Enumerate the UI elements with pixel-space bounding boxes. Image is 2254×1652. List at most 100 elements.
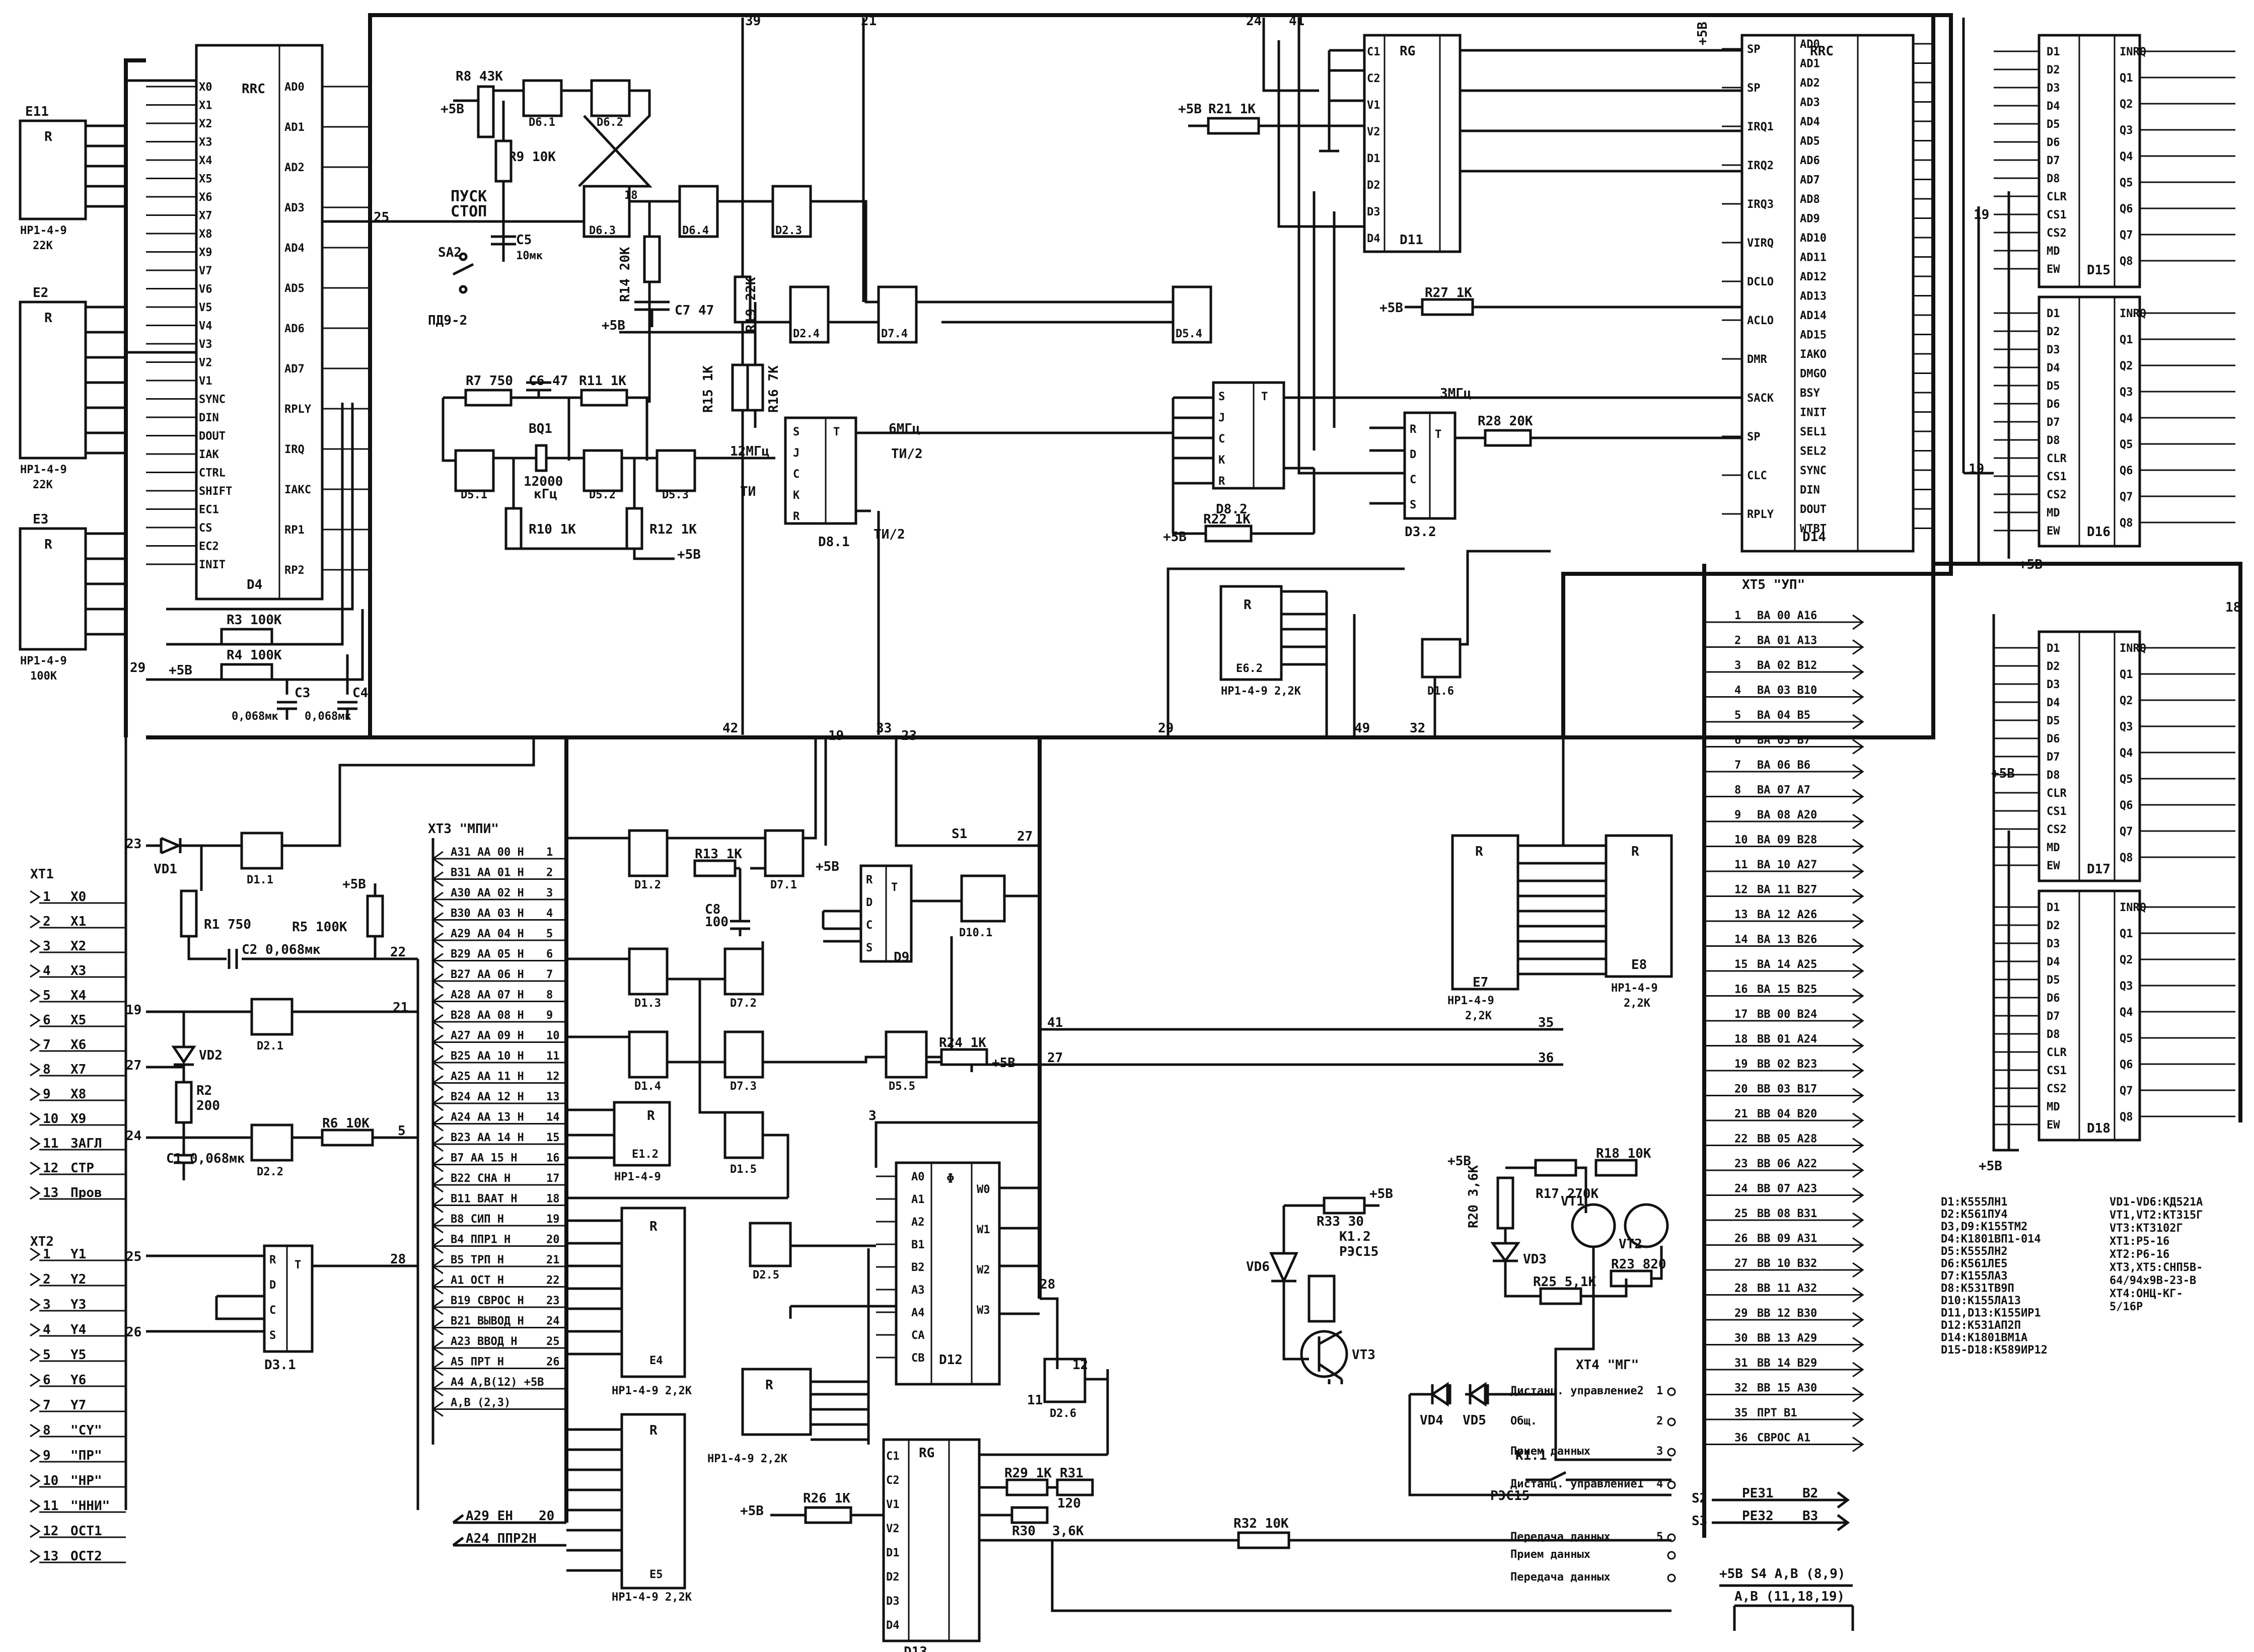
connector-pin-label: BB 15 A30 — [1757, 1382, 1817, 1395]
svg-text:C1 0,068мк: C1 0,068мк — [166, 1151, 245, 1166]
svg-text:21: 21 — [393, 1000, 408, 1015]
connector-pin-label: CТP — [70, 1161, 94, 1176]
connector-pin-number: 15 — [546, 1132, 560, 1144]
connector-arrow — [1852, 664, 1864, 680]
main-bus-frame — [124, 13, 2242, 1538]
svg-text:D15: D15 — [2087, 263, 2111, 278]
svg-text:D1.6: D1.6 — [1427, 685, 1454, 698]
connector-pin-label: BB 12 B30 — [1757, 1307, 1817, 1320]
svg-text:ПУСК: ПУСК — [451, 188, 487, 205]
gate-d6-2: D6.2 — [590, 79, 631, 129]
pin-label: BSY — [1800, 387, 1820, 400]
connector-pin-label: A30 AA 02 H — [451, 887, 524, 899]
connector-pin-label: BA 00 A16 — [1757, 610, 1817, 622]
pin-label: W0 — [977, 1183, 990, 1196]
pin-label: CS2 — [2047, 823, 2067, 836]
connector-pin-label: BB 13 A29 — [1757, 1332, 1817, 1345]
svg-text:R20 3,6K: R20 3,6K — [1466, 1165, 1481, 1228]
connector-pin-label: BB 00 B24 — [1757, 1008, 1817, 1021]
pin-label: W1 — [977, 1224, 990, 1236]
connector-pin-number: 6 — [1734, 734, 1741, 747]
switch-s2-s3: S2 S3 PE31 B2 PE32 B3 +5B S4 A,B (8,9) A… — [1692, 1486, 1854, 1631]
svg-text:R17 270K: R17 270K — [1536, 1186, 1599, 1202]
svg-text:R28 20K: R28 20K — [1478, 414, 1533, 429]
svg-text:C8: C8 — [705, 902, 720, 917]
pin-label: DIN — [1800, 484, 1820, 497]
pin-label: D4 — [2047, 697, 2060, 709]
pin-label: CS2 — [2047, 489, 2067, 501]
pin-label: D3 — [1367, 206, 1380, 218]
pin-label: SEL1 — [1800, 426, 1827, 438]
svg-text:D1.2: D1.2 — [634, 879, 661, 891]
connector-arrow — [1852, 839, 1864, 854]
svg-text:HP1-4-9: HP1-4-9 — [20, 464, 67, 476]
svg-text:R30: R30 — [1012, 1524, 1036, 1539]
connector-pin-number: 9 — [546, 1009, 553, 1022]
pin-label: Q6 — [2120, 1059, 2133, 1071]
svg-text:R12 1K: R12 1K — [649, 522, 697, 537]
pin-label: RP1 — [284, 524, 305, 537]
gate-d5-4: D5.4 — [1172, 285, 1212, 344]
connector-arrow — [1852, 863, 1864, 879]
svg-text:B3: B3 — [1802, 1509, 1818, 1524]
pin-label: EW — [2047, 860, 2060, 872]
legend-line: XT3,XT5:CНП5B- — [2110, 1261, 2203, 1274]
connector-arrow — [30, 1499, 41, 1513]
connector-pin-label: B22 CHA H — [451, 1172, 511, 1185]
pin-label: V1 — [199, 375, 212, 388]
connector-pin-label: A4 A,B(12) +5B — [451, 1376, 544, 1389]
connector-pin-label: BB 03 B17 — [1757, 1083, 1817, 1096]
svg-text:SA2: SA2 — [438, 245, 462, 260]
svg-text:C7 47: C7 47 — [675, 303, 714, 318]
pin-label: X3 — [199, 136, 212, 149]
pin-label: V6 — [199, 283, 212, 296]
connector-pin-label: CBPOC A1 — [1757, 1432, 1810, 1445]
pin-label: AD0 — [1800, 38, 1820, 51]
pin-label: AD10 — [1800, 232, 1827, 245]
pin-label: DOUT — [1800, 503, 1827, 516]
pin-label: K — [1218, 454, 1225, 467]
svg-text:VD3: VD3 — [1523, 1252, 1547, 1267]
svg-text:HP1-4-9 2,2K: HP1-4-9 2,2K — [1221, 685, 1301, 698]
pin-label: AD5 — [284, 282, 305, 295]
connector-pin-label: ПРT B1 — [1757, 1407, 1797, 1419]
connector-pin-number: 30 — [1734, 1332, 1748, 1345]
connector-pin-label: OCT2 — [70, 1549, 102, 1564]
connector-arrow — [30, 1298, 41, 1312]
pin-label: D2 — [2047, 326, 2060, 338]
svg-text:VD2: VD2 — [199, 1048, 223, 1063]
connector-pin-label: Прием данных — [1510, 1548, 1590, 1561]
connector-pin-label: B8 CИП H — [451, 1213, 504, 1226]
pin-label: AD8 — [1800, 193, 1820, 206]
svg-text:BQ1: BQ1 — [529, 421, 552, 436]
svg-text:28: 28 — [1040, 1277, 1055, 1292]
input-conditioning: 23 VD1 D1.1 R1 750 C2 0,068мк R5 100K +5… — [126, 737, 535, 1510]
svg-text:3: 3 — [868, 1108, 877, 1123]
pin-label: CS1 — [2047, 805, 2067, 818]
pin-label: IRQ — [284, 443, 305, 456]
svg-text:23: 23 — [126, 837, 141, 852]
pin-label: AD1 — [1800, 58, 1820, 70]
svg-text:R13 1K: R13 1K — [695, 847, 742, 862]
pin-label: S — [866, 942, 872, 954]
legend-line: D3,D9:K155TM2 — [1941, 1221, 2027, 1233]
connector-pin-label: B5 TРП H — [451, 1254, 504, 1266]
pin-label: AD12 — [1800, 271, 1827, 283]
pin-label: C2 — [1367, 72, 1380, 85]
connector-pin-number: 26 — [546, 1356, 560, 1369]
svg-text:RG: RG — [919, 1446, 934, 1461]
svg-text:+5B S4 A,B (8,9): +5B S4 A,B (8,9) — [1719, 1566, 1845, 1582]
connector-pin-number: 25 — [546, 1335, 560, 1348]
svg-text:HP1-4-9 2,2K: HP1-4-9 2,2K — [707, 1453, 788, 1465]
gate-d2-3: D2.3 — [771, 185, 812, 238]
pin-label: D4 — [2047, 956, 2060, 968]
pin-label: Q2 — [2120, 98, 2133, 111]
pin-label: T — [1261, 391, 1268, 403]
connector-arrow — [30, 964, 41, 978]
connector-pin-number: 17 — [1734, 1008, 1748, 1021]
svg-text:D11: D11 — [1400, 233, 1423, 248]
connector-pin-number: 26 — [1734, 1233, 1748, 1245]
svg-text:XT3 "МПИ": XT3 "МПИ" — [428, 821, 499, 837]
pin-label: SACK — [1747, 392, 1774, 405]
svg-text:R33 30: R33 30 — [1317, 1214, 1364, 1229]
